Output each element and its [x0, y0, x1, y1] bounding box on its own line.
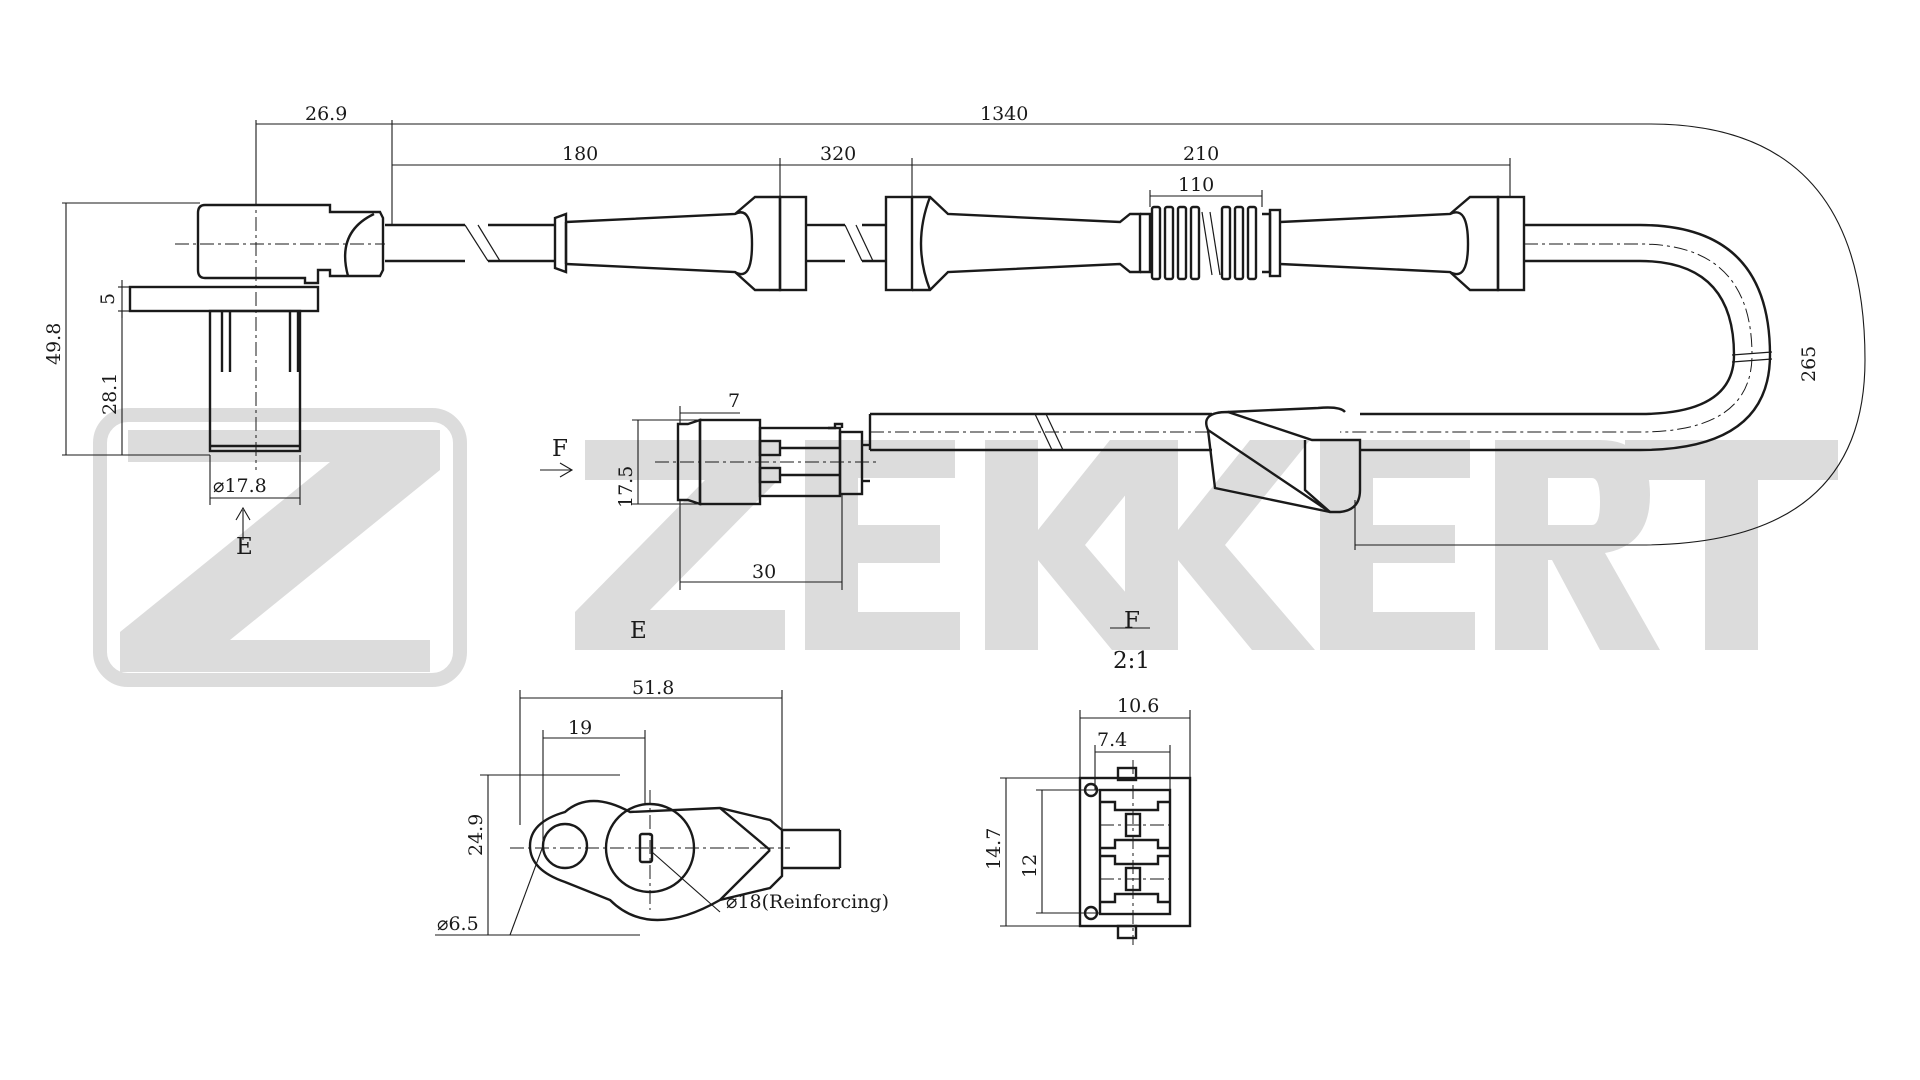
dim-26-9: 26.9: [305, 103, 347, 125]
dimension-labels: 26.9 1340 180 320 210 110 5 49.8 28.1 ⌀1…: [43, 103, 1820, 935]
dim-17-5: 17.5: [615, 466, 637, 508]
dim-265: 265: [1798, 346, 1820, 382]
dim-17-8: ⌀17.8: [213, 475, 267, 497]
dim-320: 320: [820, 143, 856, 165]
cable-assembly: [385, 195, 1773, 514]
dim-14-7: 14.7: [983, 828, 1005, 870]
dim-7: 7: [728, 390, 740, 412]
dim-24-9: 24.9: [465, 814, 487, 856]
dim-7-4: 7.4: [1097, 729, 1127, 751]
sensor-body: [208, 309, 302, 453]
dim-49-8: 49.8: [43, 323, 65, 365]
view-f-connector-face: [1078, 760, 1192, 945]
dim-6-5: ⌀6.5: [437, 913, 479, 935]
watermark-frame: [93, 408, 467, 687]
view-f-scale: 2:1: [1113, 648, 1150, 674]
dim-10-6: 10.6: [1117, 695, 1159, 717]
dim-1340: 1340: [980, 103, 1028, 125]
view-labels: E F E F 2:1: [236, 436, 1150, 674]
view-e-flange: [510, 790, 842, 922]
dim-5: 5: [97, 293, 119, 305]
dim-110: 110: [1178, 174, 1214, 196]
dim-180: 180: [562, 143, 598, 165]
dim-19: 19: [568, 717, 592, 739]
sensor-flange: [128, 285, 320, 313]
arrow-e-label: E: [236, 534, 253, 560]
watermark-logo: [93, 408, 1838, 687]
view-f-title: F: [1124, 608, 1140, 634]
cable-bellows: [1140, 205, 1282, 281]
view-e-title: E: [630, 618, 647, 644]
dim-28-1: 28.1: [99, 373, 121, 415]
watermark-brand: [575, 440, 1838, 650]
dim-18-reinforcing: ⌀18(Reinforcing): [726, 891, 889, 913]
dimension-lines: [62, 120, 1866, 936]
dim-30: 30: [752, 561, 776, 583]
dim-12: 12: [1019, 854, 1041, 878]
dim-51-8: 51.8: [632, 677, 674, 699]
dim-210: 210: [1183, 143, 1219, 165]
arrow-f-label: F: [552, 436, 568, 462]
sensor-head-top: [128, 203, 385, 453]
watermark-z-mark: [120, 430, 440, 672]
